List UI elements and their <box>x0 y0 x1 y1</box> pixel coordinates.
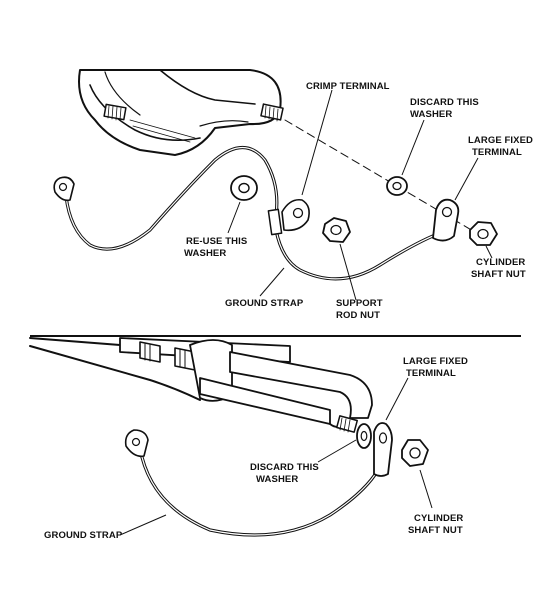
top-cylinder-shaft-nut <box>469 221 498 246</box>
leader-bottom-cylinder-nut <box>419 469 433 509</box>
label-support-line2: ROD NUT <box>336 310 380 321</box>
label-top-cylinder-line1: CYLINDER <box>476 257 525 268</box>
label-reuse-line1: RE-USE THIS <box>186 236 247 247</box>
label-top-ground-strap: GROUND STRAP <box>225 298 304 309</box>
label-top-large-fixed-line1: LARGE FIXED <box>468 135 533 146</box>
bottom-ground-strap-wire <box>138 446 380 537</box>
crimp-terminal <box>267 198 310 236</box>
leader-top-large-fixed <box>454 157 479 201</box>
label-bottom-cylinder-line2: SHAFT NUT <box>408 525 463 536</box>
bottom-left-ring-terminal <box>124 429 149 458</box>
top-panel: CRIMP TERMINAL DISCARD THIS WASHER LARGE… <box>53 69 533 321</box>
leader-bottom-discard-washer <box>317 439 357 463</box>
label-crimp-terminal: CRIMP TERMINAL <box>306 81 390 92</box>
label-bottom-cylinder-line1: CYLINDER <box>414 513 463 524</box>
top-left-ring-terminal <box>53 176 75 202</box>
bottom-cylinder-shaft-nut <box>401 439 429 467</box>
leader-support-rod-nut <box>339 243 357 301</box>
label-bottom-large-fixed-line1: LARGE FIXED <box>403 356 468 367</box>
top-large-fixed-terminal <box>432 198 460 242</box>
bottom-discard-washer <box>356 423 372 449</box>
label-support-line1: SUPPORT <box>336 298 383 309</box>
bottom-frame <box>29 337 373 433</box>
support-rod-nut <box>322 217 351 243</box>
label-bottom-discard-line1: DISCARD THIS <box>250 462 319 473</box>
top-ground-strap-wire <box>64 146 445 281</box>
leader-bottom-large-fixed <box>385 377 409 421</box>
label-top-large-fixed-line2: TERMINAL <box>472 147 522 158</box>
label-bottom-ground-strap: GROUND STRAP <box>44 530 123 541</box>
label-reuse-line2: WASHER <box>184 248 226 259</box>
leader-crimp-terminal <box>301 89 333 196</box>
leader-reuse-washer <box>227 201 241 234</box>
reuse-washer <box>230 175 258 201</box>
bottom-large-fixed-terminal <box>373 422 393 477</box>
label-top-discard-line2: WASHER <box>410 109 452 120</box>
top-assembly-axis <box>284 119 486 239</box>
top-bracket <box>78 69 284 156</box>
top-discard-washer <box>386 176 408 196</box>
label-top-cylinder-line2: SHAFT NUT <box>471 269 526 280</box>
label-bottom-large-fixed-line2: TERMINAL <box>406 368 456 379</box>
label-top-discard-line1: DISCARD THIS <box>410 97 479 108</box>
bottom-panel: LARGE FIXED TERMINAL DISCARD THIS WASHER… <box>29 337 468 541</box>
leader-top-cylinder-nut <box>485 245 493 259</box>
label-bottom-discard-line2: WASHER <box>256 474 298 485</box>
leader-bottom-ground-strap <box>119 514 167 536</box>
leader-top-discard-washer <box>401 119 425 176</box>
leader-top-ground-strap <box>259 267 285 297</box>
